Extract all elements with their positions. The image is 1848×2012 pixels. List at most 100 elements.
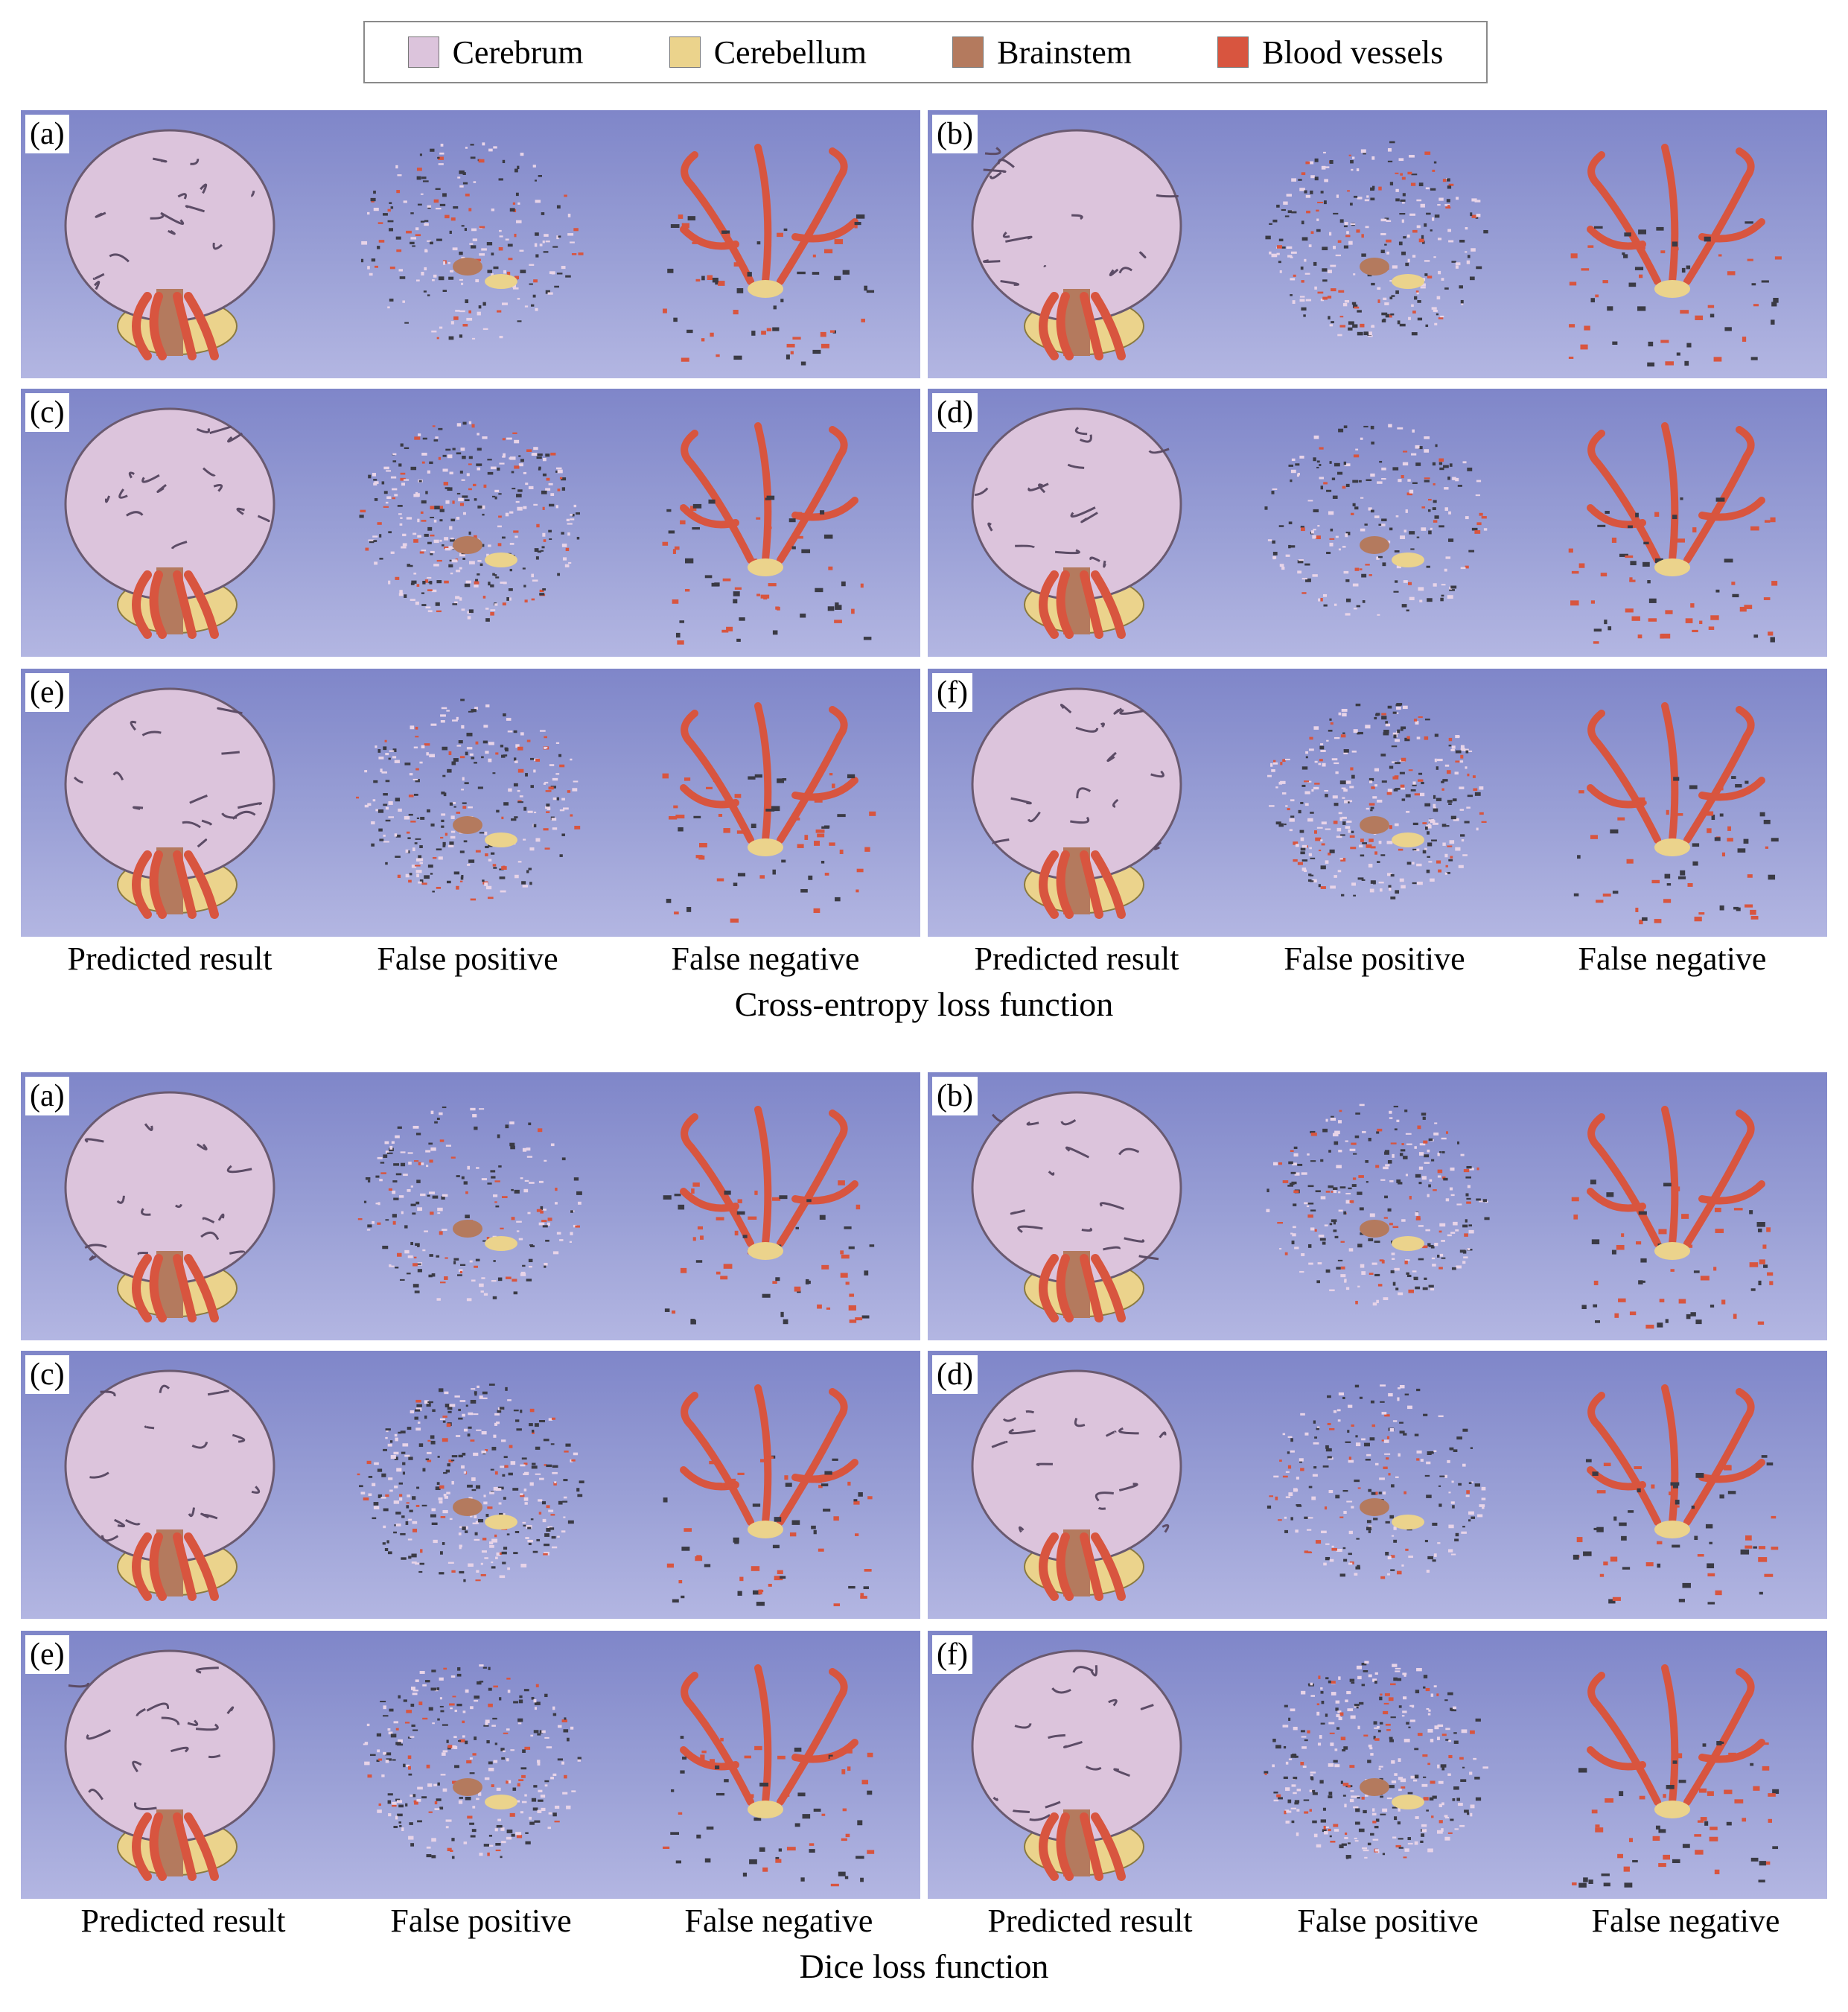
brain-render <box>971 1091 1182 1322</box>
panel-tag: (d) <box>932 393 978 432</box>
vessel-render <box>1571 1106 1774 1329</box>
brain-render <box>971 129 1182 360</box>
panel-row: (c) (d) <box>21 389 1827 657</box>
vessel-render <box>1573 702 1779 925</box>
caption-predicted: Predicted result <box>987 1903 1193 1939</box>
panel-tag: (e) <box>25 1635 69 1674</box>
legend-item-cerebellum: Cerebellum <box>669 34 867 71</box>
panel-tag: (f) <box>932 673 972 712</box>
error-render <box>356 698 581 901</box>
brainstem-swatch <box>952 36 984 68</box>
section-title: Cross-entropy loss function <box>734 985 1114 1023</box>
render-panel: (a) <box>21 110 920 378</box>
caption-false-positive: False positive <box>390 1903 572 1939</box>
legend: Cerebrum Cerebellum Brainstem Blood vess… <box>363 21 1488 83</box>
legend-label: Cerebellum <box>713 34 867 71</box>
panel-render <box>971 687 1779 925</box>
panel-tag: (c) <box>25 1355 69 1394</box>
panel-render <box>971 129 1782 367</box>
panel-tag: (e) <box>25 673 69 712</box>
legend-label: Brainstem <box>997 34 1132 71</box>
vessel-render <box>1572 1664 1780 1888</box>
vessel-render <box>663 1106 875 1325</box>
error-render <box>363 1664 582 1859</box>
error-render <box>360 142 584 340</box>
vessel-render <box>663 144 875 366</box>
panel-render <box>64 687 876 923</box>
caption-false-negative: False negative <box>1578 940 1767 977</box>
brain-render <box>64 687 275 919</box>
panel-row: (e) (f) <box>21 669 1827 937</box>
error-render <box>1266 1104 1490 1306</box>
column-captions: Predicted result False positive False ne… <box>21 940 1827 984</box>
legend-item-cerebrum: Cerebrum <box>407 34 584 71</box>
panel-render <box>971 1369 1779 1605</box>
render-panel: (c) <box>21 389 920 657</box>
error-render <box>1264 1661 1488 1859</box>
vessel-render <box>1568 144 1782 367</box>
panel-row: (a) (b) <box>21 110 1827 378</box>
section-title: Dice loss function <box>799 1947 1049 1985</box>
panel-tag: (a) <box>25 1077 69 1115</box>
panel-tag: (b) <box>932 1077 978 1115</box>
panel-render <box>64 1649 875 1887</box>
caption-false-negative: False negative <box>684 1903 873 1939</box>
panel-render <box>64 407 872 645</box>
legend-label: Blood vessels <box>1262 34 1444 71</box>
render-panel: (b) <box>928 110 1827 378</box>
caption-predicted: Predicted result <box>974 940 1179 977</box>
error-render <box>1264 424 1488 616</box>
vessel-render <box>662 702 876 923</box>
panel-render <box>971 407 1778 644</box>
panel-row: (a) (b) <box>21 1072 1827 1340</box>
render-panel: (d) <box>928 1351 1827 1619</box>
error-render <box>357 1107 582 1302</box>
render-panel: (f) <box>928 1631 1827 1899</box>
render-panel: (e) <box>21 669 920 937</box>
cerebrum-swatch <box>407 36 439 68</box>
render-panel: (c) <box>21 1351 920 1619</box>
panel-row: (e) (f) <box>21 1631 1827 1899</box>
legend-item-blood-vessels: Blood vessels <box>1217 34 1443 71</box>
brain-render <box>64 1369 275 1601</box>
error-render <box>359 421 580 622</box>
error-render <box>1266 1384 1486 1579</box>
caption-false-negative: False negative <box>1591 1903 1780 1939</box>
caption-false-negative: False negative <box>671 940 860 977</box>
render-panel: (f) <box>928 669 1827 937</box>
brain-render <box>64 1649 275 1881</box>
panel-tag: (b) <box>932 115 978 153</box>
brain-render <box>971 1649 1182 1881</box>
brain-render <box>971 1369 1182 1601</box>
panel-tag: (f) <box>932 1635 972 1674</box>
error-render <box>1265 141 1488 337</box>
error-render <box>357 1384 584 1582</box>
vessel-render <box>1568 422 1778 644</box>
column-captions: Predicted result False positive False ne… <box>21 1902 1827 1946</box>
brain-render <box>971 687 1182 919</box>
panel-render <box>64 1091 875 1325</box>
cerebellum-swatch <box>669 36 701 68</box>
error-render <box>1267 703 1487 900</box>
caption-predicted: Predicted result <box>80 1903 286 1939</box>
render-panel: (e) <box>21 1631 920 1899</box>
vessel-render <box>662 422 872 645</box>
render-panel: (b) <box>928 1072 1827 1340</box>
legend-label: Cerebrum <box>452 34 584 71</box>
panel-render <box>971 1091 1774 1329</box>
panel-render <box>971 1649 1780 1888</box>
caption-false-positive: False positive <box>1297 1903 1479 1939</box>
caption-false-positive: False positive <box>377 940 558 977</box>
legend-item-brainstem: Brainstem <box>952 34 1132 71</box>
render-panel: (d) <box>928 389 1827 657</box>
blood-vessels-swatch <box>1217 36 1249 68</box>
render-panel: (a) <box>21 1072 920 1340</box>
brain-render <box>64 1091 275 1322</box>
caption-false-positive: False positive <box>1284 940 1465 977</box>
vessel-render <box>663 1664 875 1887</box>
vessel-render <box>663 1384 873 1607</box>
panel-row: (c) (d) <box>21 1351 1827 1619</box>
panel-tag: (a) <box>25 115 69 153</box>
panel-render <box>64 1369 873 1607</box>
panel-tag: (c) <box>25 393 69 432</box>
